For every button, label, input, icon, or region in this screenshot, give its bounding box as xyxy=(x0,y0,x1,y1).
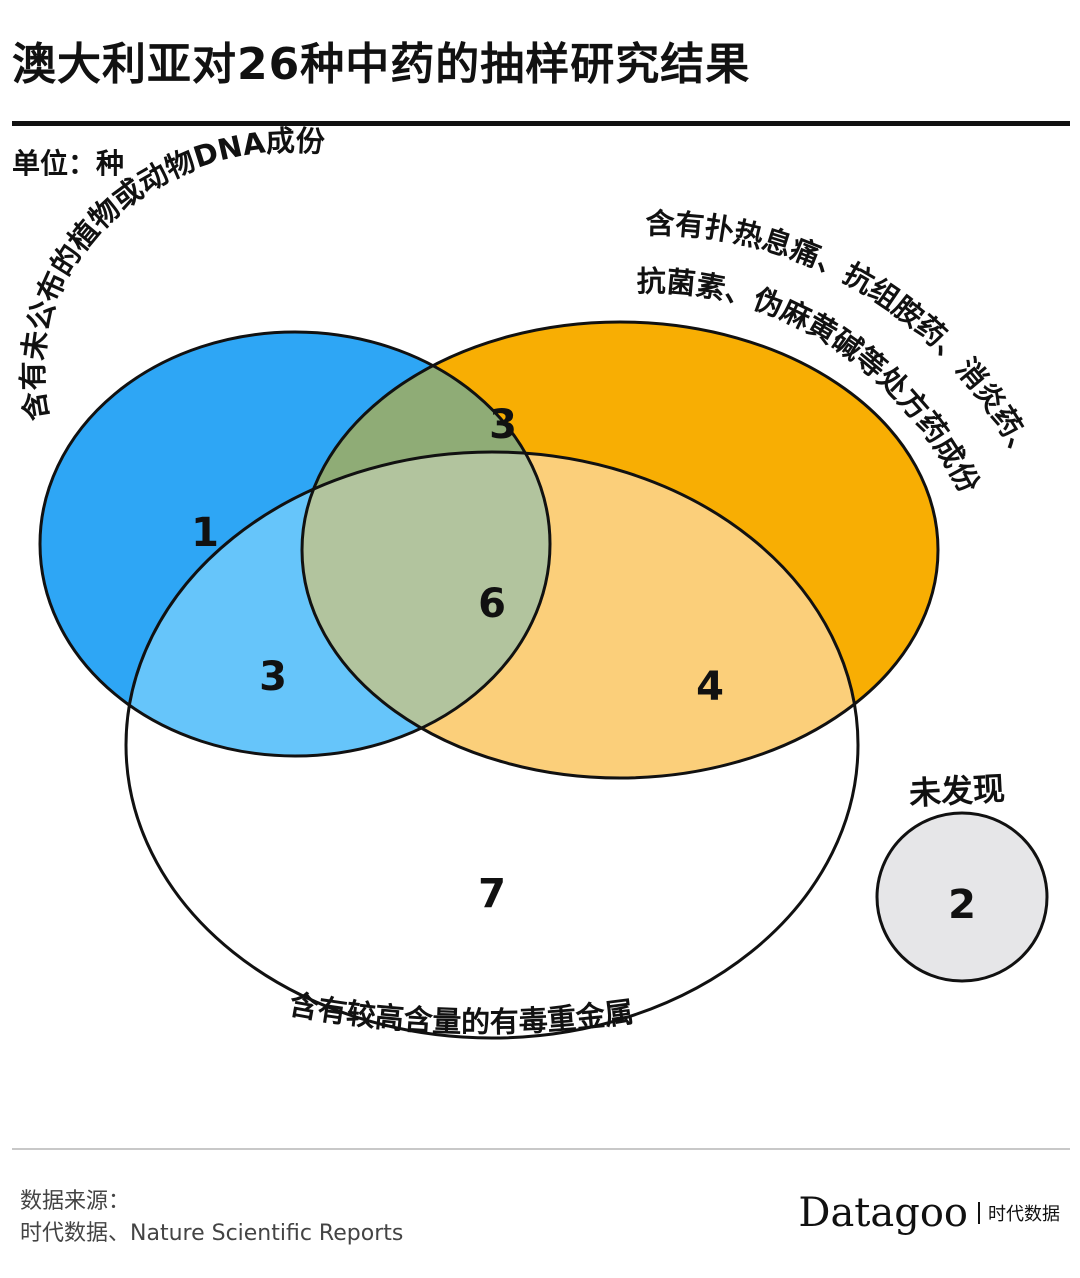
source-text: 时代数据、Nature Scientific Reports xyxy=(20,1221,404,1246)
count-dna-metal: 3 xyxy=(259,654,287,700)
not-found-label: 未发现 xyxy=(908,770,1006,813)
not-found-circle xyxy=(875,811,1049,983)
brand-logo: Datagoo 时代数据 xyxy=(798,1190,1060,1236)
unit-label: 单位：种 xyxy=(12,147,125,180)
venn-outline-dna xyxy=(38,330,552,758)
count-dna-drug: 3 xyxy=(489,402,517,448)
count-dna-only: 1 xyxy=(191,510,219,556)
title-divider xyxy=(12,121,1070,126)
brand-name-cn: 时代数据 xyxy=(988,1204,1060,1225)
venn-diagram: 1 3 3 6 4 7 2 含有未公布的植物或动物DNA成份 含有扑热息痛、抗组… xyxy=(16,124,1049,1040)
venn-region-all xyxy=(302,452,550,756)
venn-outline-metal xyxy=(124,450,860,1040)
footer-divider xyxy=(12,1148,1070,1150)
count-metal-only: 7 xyxy=(478,871,506,917)
count-all-three: 6 xyxy=(478,581,506,627)
page-title: 澳大利亚对26种中药的抽样研究结果 xyxy=(12,39,751,90)
count-drug-metal: 4 xyxy=(696,664,724,710)
source-label: 数据来源： xyxy=(20,1189,131,1214)
venn-outline-drug xyxy=(300,320,940,780)
brand-name: Datagoo xyxy=(798,1190,968,1236)
brand-separator xyxy=(978,1202,980,1224)
count-not-found: 2 xyxy=(948,882,976,928)
